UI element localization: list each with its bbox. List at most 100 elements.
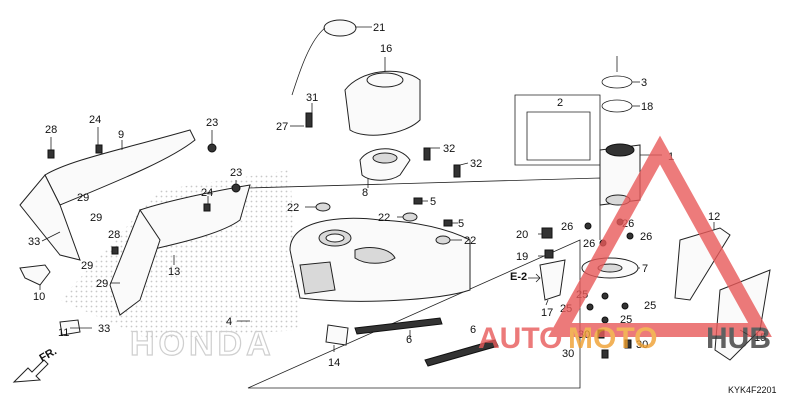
- breather-tube: [291, 27, 326, 96]
- right-shroud: [139, 184, 251, 251]
- bolt-28-a: [47, 149, 55, 159]
- callout-29-c: 29: [81, 260, 93, 272]
- bolt-28-b: [111, 246, 119, 255]
- clip-11: [59, 319, 81, 336]
- tank-cover: [344, 70, 421, 136]
- callout-10: 10: [33, 291, 45, 303]
- watermark-part-1: AUTO: [478, 322, 562, 355]
- section-reference-arrow: [528, 273, 541, 283]
- left-shroud-lower: [19, 174, 81, 261]
- callout-3: 3: [641, 77, 647, 89]
- callout-19: 19: [516, 251, 528, 263]
- callout-29-b: 29: [90, 212, 102, 224]
- callout-33-a: 33: [28, 236, 40, 248]
- callout-26-a: 26: [561, 221, 573, 233]
- honda-brand-text: HONDA: [130, 325, 275, 363]
- callout-8: 8: [362, 187, 368, 199]
- tank-bracket: [299, 261, 336, 295]
- callout-30-c: 30: [562, 348, 574, 360]
- filler-ring-hole: [372, 152, 398, 164]
- callout-32-a: 32: [443, 143, 455, 155]
- callout-20: 20: [516, 229, 528, 241]
- callout-6-b: 6: [470, 324, 476, 336]
- callout-18: 18: [641, 101, 653, 113]
- callout-27: 27: [276, 121, 288, 133]
- callout-33-b: 33: [98, 323, 110, 335]
- callout-6-a: 6: [406, 334, 412, 346]
- breather-cap: [323, 19, 357, 37]
- section-reference: E-2: [510, 271, 527, 283]
- bolt-31: [305, 112, 313, 128]
- callout-30-b: 30: [636, 339, 648, 351]
- callout-24-b: 24: [201, 187, 213, 199]
- callout-25-c: 25: [644, 300, 656, 312]
- washer-25-c: [621, 302, 629, 310]
- tank-filler-opening: [325, 233, 345, 243]
- callout-31: 31: [306, 92, 318, 104]
- nut-26-a: [584, 222, 592, 230]
- front-arrow-icon: [12, 359, 49, 383]
- callout-28-b: 28: [108, 229, 120, 241]
- callout-labels: 21 16 3 18 2 1 31 27 28 24 9 23 32 32 23…: [28, 22, 766, 369]
- rubber-22-b: [402, 212, 418, 222]
- callout-11: 11: [58, 327, 69, 339]
- diagram-code: KYK4F2201: [728, 385, 777, 395]
- washer-25-b: [586, 303, 594, 311]
- callout-28-a: 28: [45, 124, 57, 136]
- watermark-part-2: MOTO: [568, 322, 657, 355]
- callout-29-a: 29: [77, 192, 89, 204]
- rubber-22-a: [315, 202, 331, 212]
- callout-14: 14: [328, 357, 340, 369]
- o-ring-3: [601, 75, 633, 89]
- rubber-strip-upper: [354, 317, 443, 335]
- fuel-pump-top: [605, 143, 635, 157]
- pad-14: [325, 324, 349, 346]
- right-shroud-lower: [109, 208, 161, 316]
- callout-23-a: 23: [206, 117, 218, 129]
- bolt-24-a: [95, 144, 103, 154]
- callout-17: 17: [541, 307, 553, 319]
- filler-ring: [359, 148, 411, 181]
- callout-26-b: 26: [583, 238, 595, 250]
- callout-5-b: 5: [458, 218, 464, 230]
- rubber-22-c: [435, 235, 451, 245]
- callout-26-d: 26: [640, 231, 652, 243]
- callout-22-c: 22: [464, 235, 476, 247]
- bolt-32-b: [453, 164, 461, 178]
- rubber-strip-lower: [424, 339, 499, 367]
- nut-26-d: [626, 232, 634, 240]
- callout-23-b: 23: [230, 167, 242, 179]
- clip-20: [541, 227, 553, 239]
- callout-29-d: 29: [96, 278, 108, 290]
- collar-5-b: [443, 219, 453, 227]
- watermark-part-3: HUB: [706, 322, 771, 355]
- front-direction-indicator: FR.: [12, 345, 59, 383]
- grommet-23-a: [207, 143, 217, 153]
- callout-2: 2: [557, 97, 563, 109]
- watermark: AUTO MOTO HUB: [478, 135, 772, 355]
- callout-16: 16: [380, 43, 392, 55]
- callout-5-a: 5: [430, 196, 436, 208]
- side-bracket-15: [714, 269, 771, 361]
- watermark-triangle: [548, 135, 772, 337]
- callout-7: 7: [642, 263, 648, 275]
- fuel-hose-guide: [539, 259, 566, 301]
- callout-13: 13: [168, 266, 180, 278]
- front-direction-label: FR.: [38, 345, 59, 364]
- o-ring-18: [601, 99, 633, 113]
- background-dot-pattern-2: [120, 230, 260, 280]
- callout-21: 21: [373, 22, 385, 34]
- callout-9: 9: [118, 129, 124, 141]
- callout-32-b: 32: [470, 158, 482, 170]
- grommet-23-b: [231, 183, 241, 193]
- callout-22-b: 22: [378, 212, 390, 224]
- callout-12: 12: [708, 211, 720, 223]
- tank-cover-opening: [366, 72, 404, 88]
- pump-kit-inner-frame: [526, 111, 591, 161]
- collar-5-a: [413, 197, 423, 205]
- bolt-32-a: [423, 147, 431, 161]
- callout-24-a: 24: [89, 114, 101, 126]
- bolt-30-b: [624, 339, 632, 349]
